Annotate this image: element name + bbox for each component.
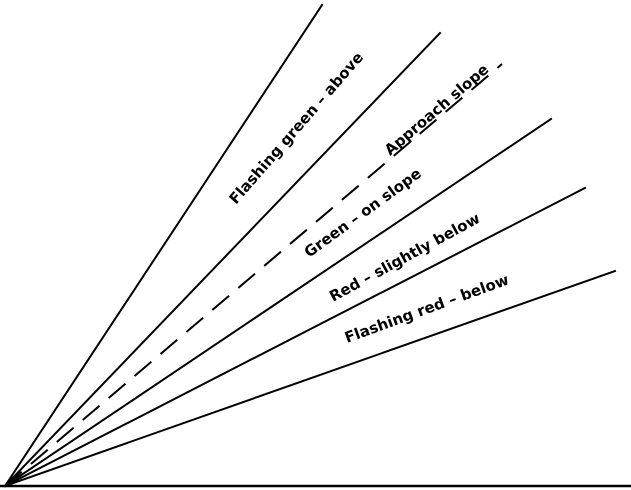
ray-flashing-red-lower-boundary — [3, 269, 617, 488]
ray-green-lower-boundary — [3, 117, 553, 488]
label-approach-slope: Approach slope — [381, 60, 492, 159]
ray-upper-boundary — [3, 3, 324, 488]
ray-green-upper-boundary — [3, 31, 442, 488]
approach-slope-dashed-line — [4, 63, 503, 487]
ray-red-lower-boundary — [3, 186, 587, 488]
